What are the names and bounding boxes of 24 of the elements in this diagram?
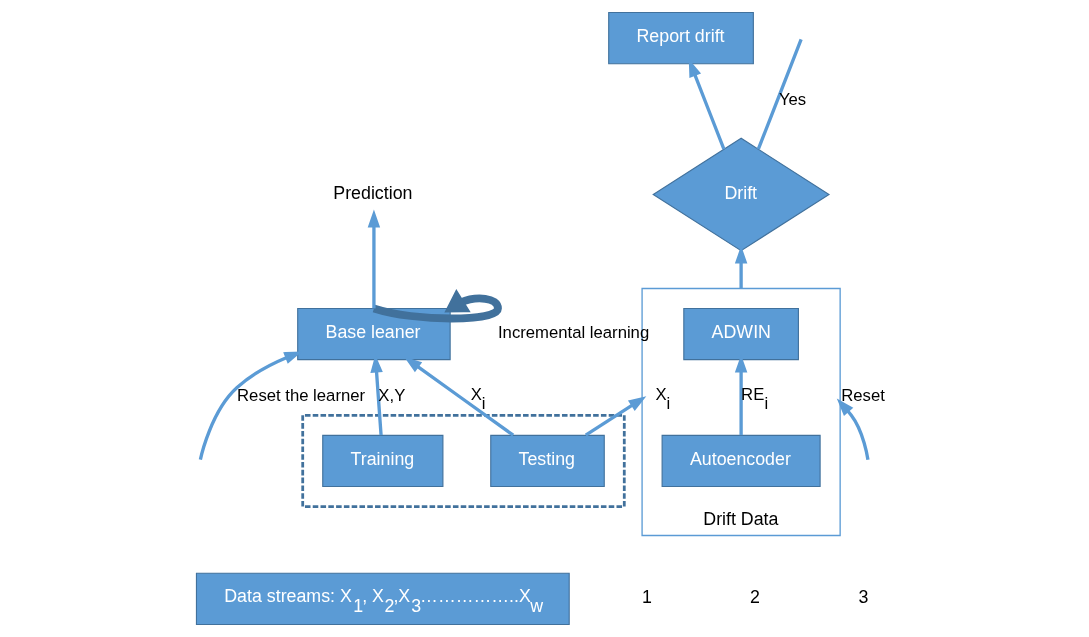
connector	[756, 38, 803, 150]
arrow	[198, 351, 302, 461]
edge-label: Reset the learner	[236, 385, 365, 405]
label: 3	[858, 587, 868, 608]
node-diamond: Drift	[651, 137, 830, 252]
node-box: Testing	[489, 434, 605, 488]
node-box: ADWIN	[682, 307, 799, 361]
arrow	[367, 209, 380, 309]
arrow	[836, 398, 870, 460]
edge-label: Incremental learning	[497, 322, 649, 342]
edge-label: X,Y	[377, 385, 405, 405]
arrow	[584, 396, 646, 437]
node-box: Base leaner	[296, 307, 451, 361]
label: 2	[749, 587, 760, 608]
arrow	[372, 288, 502, 323]
edge-label: Yes	[778, 89, 806, 109]
label: 1	[641, 587, 652, 608]
cluster	[300, 413, 626, 508]
node-box: Training	[321, 434, 443, 488]
edge-label: Reset	[840, 385, 885, 405]
node-text: Prediction	[332, 182, 412, 203]
node-box: Report drift	[607, 11, 754, 65]
arrow	[403, 356, 514, 437]
node-box: Autoencoder	[661, 434, 821, 488]
